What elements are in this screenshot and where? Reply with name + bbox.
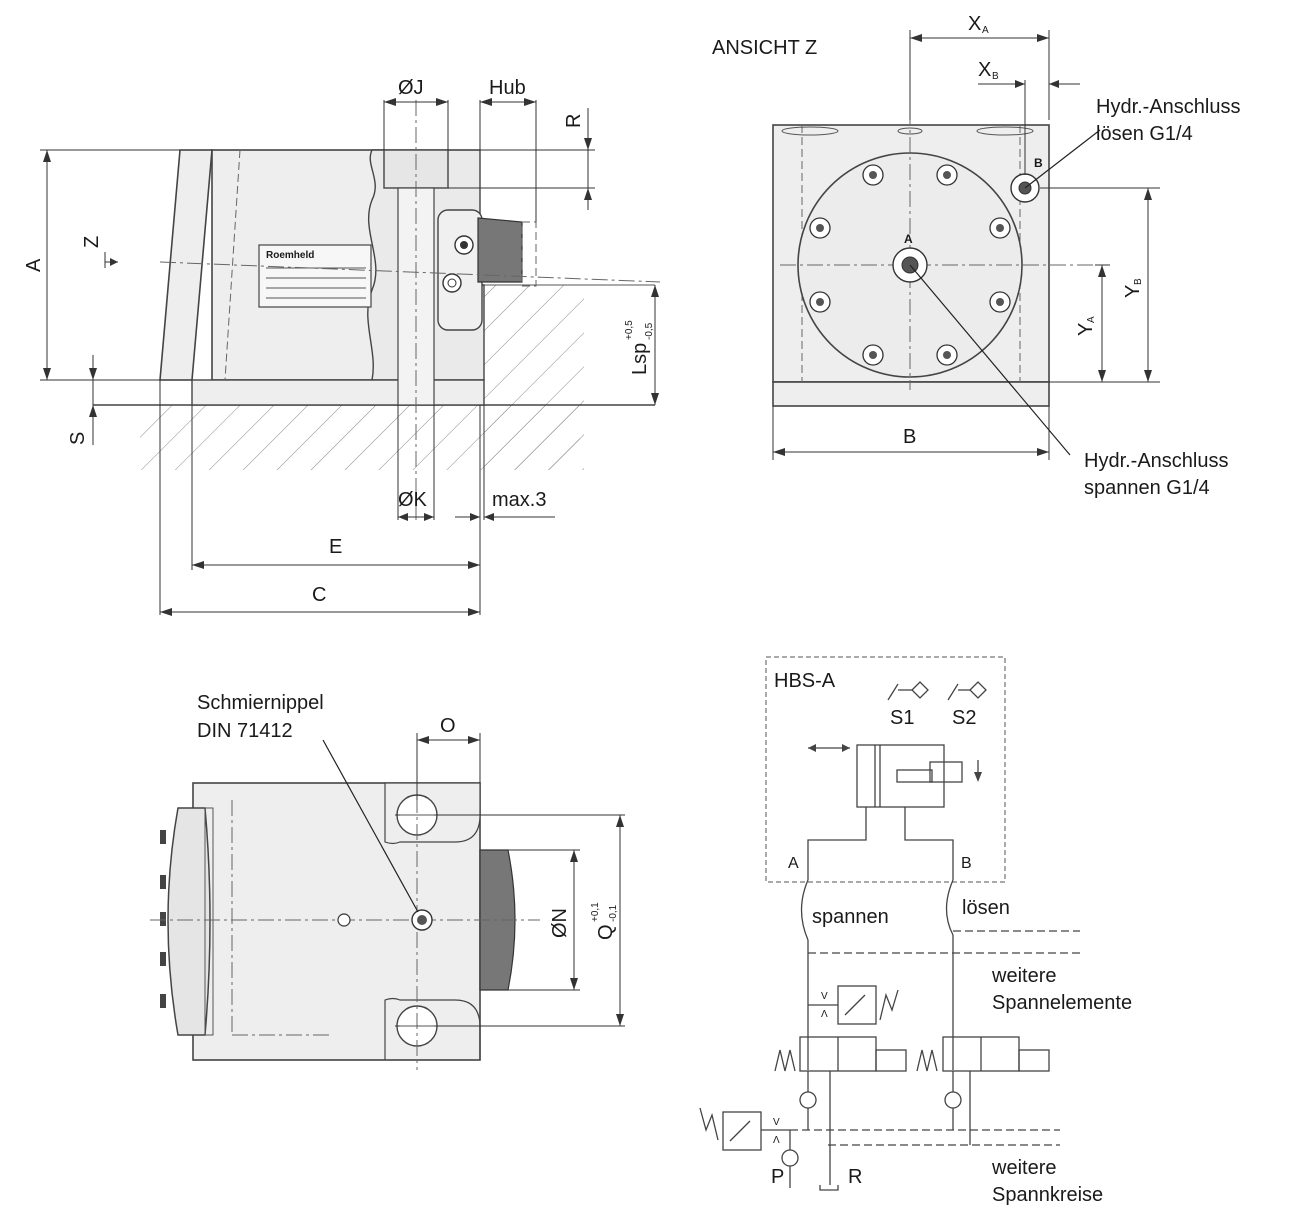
- nipple-label-1: Schmiernippel: [197, 692, 324, 714]
- view-z-base: [772, 381, 1050, 407]
- check-valve-right: [944, 1091, 962, 1109]
- top-view: Schmiernippel DIN 71412: [150, 692, 625, 1070]
- dim-z-label: Z: [81, 236, 103, 248]
- dim-yb-label: Y: [1122, 285, 1144, 298]
- view-z-port-a: A: [904, 232, 913, 246]
- nipple-label-2: DIN 71412: [197, 720, 293, 742]
- dim-c-label: C: [312, 584, 326, 606]
- schematic-port-a: A: [788, 855, 799, 872]
- small-hole: [337, 913, 351, 927]
- valve-v-top: V: [821, 991, 828, 1002]
- dim-a-label: A: [23, 258, 45, 272]
- flange-side: [167, 807, 211, 1036]
- flange-bolts: [809, 164, 1011, 366]
- hydraulic-schematic: HBS-A S1 S2 A B spannen lö: [699, 656, 1132, 1206]
- side-view: Roemheld A Z S ØJ: [23, 77, 661, 616]
- dim-k-label: ØK: [398, 489, 428, 511]
- clamp-jaw: [477, 217, 523, 283]
- valve-lambda-top: Λ: [821, 1009, 828, 1020]
- hbs-box-title: HBS-A: [774, 670, 836, 692]
- jaw-holder: [437, 209, 483, 331]
- dim-lsp-tol-upper: +0,5: [624, 320, 635, 340]
- sensor-switch-s1: [887, 681, 929, 701]
- cylinder-symbol: [856, 744, 945, 808]
- more-circuits-2: Spannkreise: [992, 1184, 1103, 1206]
- clamp-front-face: [159, 149, 213, 381]
- dim-xa-sub: A: [982, 25, 989, 36]
- release-port-label-2: lösen G1/4: [1096, 123, 1193, 145]
- view-z-port-b: B: [1034, 156, 1043, 170]
- clamp-port-label-2: spannen G1/4: [1084, 477, 1210, 499]
- view-z: ANSICHT Z A B: [712, 13, 1241, 499]
- label-release: lösen: [962, 897, 1010, 919]
- dim-max3-label: max.3: [492, 489, 546, 511]
- dim-n-label: ØN: [549, 908, 571, 938]
- dim-s-label: S: [67, 432, 89, 445]
- more-elements-1: weitere: [991, 965, 1056, 987]
- pump-p: [781, 1149, 799, 1167]
- dim-lsp-tol-lower: -0,5: [644, 322, 655, 340]
- release-port-label-1: Hydr.-Anschluss: [1096, 96, 1241, 118]
- schematic-port-b: B: [961, 855, 972, 872]
- clamp-base: [191, 379, 485, 406]
- dim-o-label: O: [440, 715, 456, 737]
- dim-j-label: ØJ: [398, 77, 424, 99]
- nameplate: [258, 244, 372, 308]
- check-valve-left: [799, 1091, 817, 1109]
- dim-lsp-label: Lsp: [629, 343, 651, 375]
- port-p-label: P: [771, 1166, 784, 1188]
- clamp-port-label-1: Hydr.-Anschluss: [1084, 450, 1229, 472]
- label-clamp: spannen: [812, 906, 889, 928]
- nameplate-brand: Roemheld: [266, 250, 314, 261]
- dim-q-label: Q: [595, 924, 617, 940]
- switch-s2-label: S2: [952, 707, 976, 729]
- dim-ya-label: Y: [1075, 323, 1097, 336]
- dim-hub-label: Hub: [489, 77, 526, 99]
- dim-ya-sub: A: [1086, 316, 1097, 323]
- pressure-switch-top: [837, 985, 877, 1025]
- more-circuits-1: weitere: [991, 1157, 1056, 1179]
- switch-s1-label: S1: [890, 707, 914, 729]
- dim-e-label: E: [329, 536, 342, 558]
- dim-q-tol-lower: -0,1: [608, 904, 619, 922]
- dim-xb-sub: B: [992, 71, 999, 82]
- dim-yb-sub: B: [1133, 278, 1144, 285]
- sensor-switch-s2: [947, 681, 987, 701]
- dim-xb-label: X: [978, 59, 991, 81]
- valve-lambda-bottom: Λ: [773, 1135, 780, 1146]
- view-z-title: ANSICHT Z: [712, 37, 817, 59]
- dim-b-label: B: [903, 426, 916, 448]
- dim-q-tol-upper: +0,1: [590, 902, 601, 922]
- valve-v-bottom: V: [773, 1117, 780, 1128]
- dim-xa-label: X: [968, 13, 981, 35]
- dim-r-label: R: [563, 114, 585, 128]
- port-r-label: R: [848, 1166, 862, 1188]
- more-elements-2: Spannelemente: [992, 992, 1132, 1014]
- ground-hatch-right: [484, 285, 584, 470]
- pressure-switch-bottom: [722, 1111, 762, 1151]
